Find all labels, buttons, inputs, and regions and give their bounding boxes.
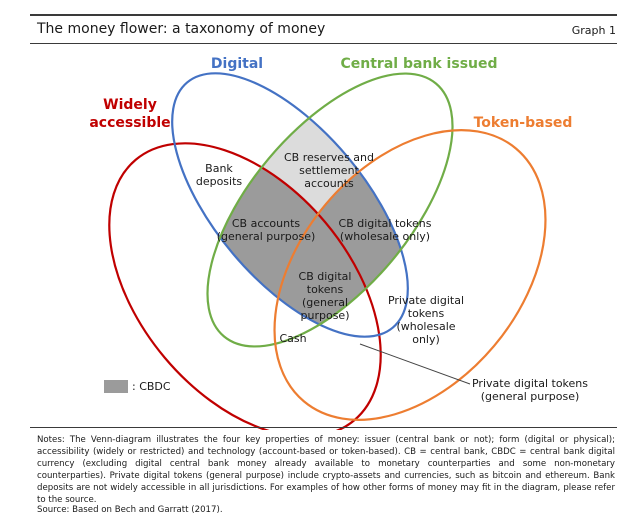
region-cb-accounts-2: (general purpose) [217,230,316,243]
label-widely-1: Widely [103,97,157,113]
label-digital: Digital [211,56,263,72]
top-rule [30,14,617,16]
region-cb-reserves-1: CB reserves and [284,151,374,164]
region-cb-digital-general-2: tokens [307,283,344,296]
region-cb-reserves-2: settlement [299,164,359,177]
region-private-wholesale-3: (wholesale [396,320,455,333]
ellipse-digital [171,72,409,338]
region-cb-accounts-1: CB accounts [232,217,301,230]
region-bank-deposits-2: deposits [196,175,243,188]
region-cb-digital-wholesale-1: CB digital tokens [339,217,432,230]
graph-label: Graph 1 [571,24,616,37]
region-cb-digital-general-4: purpose) [301,309,350,322]
notes-text: Notes: The Venn-diagram illustrates the … [37,435,615,505]
ellipse-central-bank [206,72,454,348]
page-title: The money flower: a taxonomy of money [37,21,326,37]
label-central-bank: Central bank issued [340,56,497,72]
region-cb-reserves-3: accounts [304,177,354,190]
venn-diagram: Digital Central bank issued Token-based … [89,56,588,430]
header-rule [30,43,617,44]
region-private-general-2: (general purpose) [481,390,580,403]
cbdc-swatch [104,380,128,393]
region-cb-digital-general-1: CB digital [299,270,352,283]
ellipse-token-based [273,129,547,421]
region-cb-digital-general-3: (general [302,296,348,309]
source-text: Source: Based on Bech and Garratt (2017)… [37,505,223,515]
cbdc-legend-label: : CBDC [132,380,171,393]
region-cash: Cash [279,332,306,345]
region-cb-digital-wholesale-2: (wholesale only) [340,230,430,243]
region-private-general-1: Private digital tokens [472,377,588,390]
region-private-wholesale-2: tokens [408,307,445,320]
region-private-wholesale-1: Private digital [388,294,464,307]
cbdc-legend: : CBDC [104,380,171,393]
footer-rule [30,427,617,428]
label-token-based: Token-based [474,115,573,131]
leader-line [359,343,471,385]
region-bank-deposits-1: Bank [205,162,233,175]
region-private-wholesale-4: only) [412,333,440,346]
label-widely-2: accessible [89,115,170,131]
